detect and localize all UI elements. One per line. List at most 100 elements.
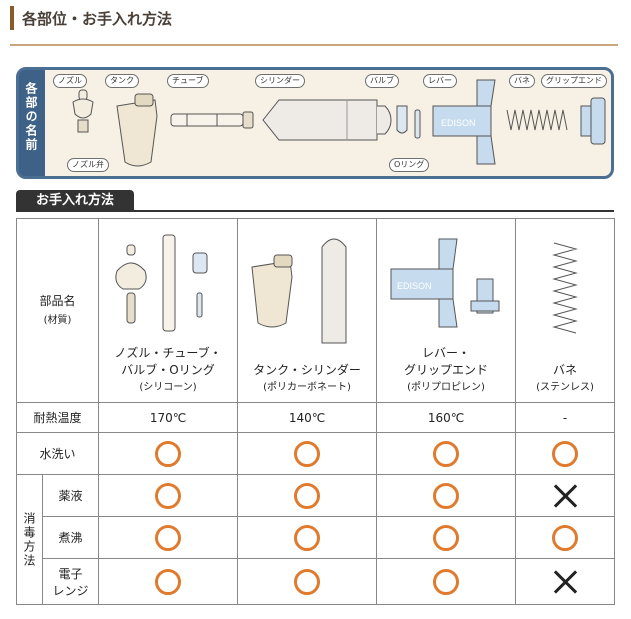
parts-side-label: 各部の名前: [24, 82, 38, 152]
care-table: 部品名 (材質) ノズル・チューブ・ バルブ・Oリング (シリコーン): [15, 218, 616, 605]
table-row-chemical: 消毒方法 薬液: [16, 474, 616, 605]
o-ring-illustration: [414, 109, 421, 139]
heat-value-polypropylene: 160℃: [376, 402, 517, 433]
page-header: [10, 8, 618, 46]
row-label-wash: 水洗い: [15, 432, 100, 475]
circle-mark-icon: [433, 568, 460, 595]
chemical-mark-silicone: [98, 474, 239, 517]
header-part-name: 部品名: [39, 293, 76, 308]
product-name-silicone: ノズル・チューブ・ バルブ・Oリング (シリコーン): [99, 345, 237, 396]
polypropylene-parts-illustration: EDISON: [390, 238, 500, 328]
label-lever: レバー: [423, 74, 457, 88]
product-name-line2: グリップエンド: [404, 363, 489, 377]
product-name-line1: レバー・: [422, 346, 471, 360]
microwave-label-line1: 電子: [58, 566, 83, 581]
nozzle-illustration: [72, 89, 94, 133]
label-nozzle: ノズル: [53, 74, 87, 88]
label-o-ring: Oリング: [389, 158, 430, 172]
label-tube: チューブ: [167, 74, 209, 88]
label-tank: タンク: [105, 74, 139, 88]
product-name-line1: ノズル・チューブ・: [114, 346, 222, 360]
chemical-mark-polycarbonate: [237, 474, 378, 517]
header-accent-bar: [10, 6, 14, 30]
row-label-disinfect: 消毒方法: [16, 474, 43, 605]
page-title: 各部位・お手入れ方法: [22, 10, 173, 28]
tank-illustration: [116, 93, 158, 167]
product-name-line1: タンク・シリンダー: [253, 363, 361, 377]
microwave-mark-polypropylene: [376, 558, 517, 605]
wash-mark-polycarbonate: [237, 432, 378, 475]
heat-value-silicone: 170℃: [98, 402, 239, 433]
chemical-mark-polypropylene: [376, 474, 517, 517]
row-label-microwave: 電子 レンジ: [41, 558, 100, 605]
cross-mark-icon: [552, 569, 578, 595]
lever-illustration: EDISON: [432, 79, 496, 165]
lever-brand-text: EDISON: [441, 118, 476, 128]
header-cell-part-name: 部品名 (材質): [15, 218, 100, 403]
row-label-boiling: 煮沸: [41, 516, 100, 559]
product-name-line2: バルブ・Oリング: [121, 363, 215, 377]
circle-mark-icon: [155, 568, 182, 595]
product-material: (ポリカーボネート): [263, 382, 351, 393]
boiling-mark-silicone: [98, 516, 239, 559]
circle-mark-icon: [294, 440, 321, 467]
polycarbonate-parts-illustration: [251, 238, 347, 344]
microwave-label-line2: レンジ: [52, 583, 89, 598]
product-cell-polypropylene: EDISON レバー・ グリップエンド (ポリプロピレン): [376, 218, 517, 403]
boiling-mark-polypropylene: [376, 516, 517, 559]
cross-mark-icon: [552, 483, 578, 509]
parts-diagram: 各部の名前: [16, 67, 614, 179]
spring-parts-illustration: [552, 242, 578, 334]
valve-illustration: [396, 105, 408, 134]
table-row-boiling: 煮沸: [17, 516, 616, 559]
product-name-stainless: バネ (ステンレス): [516, 362, 614, 396]
circle-mark-icon: [294, 482, 321, 509]
grip-end-illustration: [580, 97, 606, 145]
circle-mark-icon: [433, 524, 460, 551]
tube-illustration: [170, 111, 254, 129]
circle-mark-icon: [552, 524, 579, 551]
disinfect-method-label: 消毒方法: [22, 511, 36, 568]
chemical-mark-stainless: [515, 474, 616, 517]
product-cell-silicone: ノズル・チューブ・ バルブ・Oリング (シリコーン): [98, 218, 239, 403]
circle-mark-icon: [433, 440, 460, 467]
product-material: (ステンレス): [536, 382, 594, 393]
wash-mark-polypropylene: [376, 432, 517, 475]
spring-illustration: [506, 109, 568, 131]
wash-mark-stainless: [515, 432, 616, 475]
care-section-divider: [16, 210, 614, 212]
microwave-mark-silicone: [98, 558, 239, 605]
label-valve: バルブ: [365, 74, 399, 88]
silicone-parts-illustration: [115, 234, 208, 332]
table-row-microwave: 電子 レンジ: [17, 558, 616, 605]
label-grip-end: グリップエンド: [541, 74, 607, 88]
header-material: (材質): [43, 314, 72, 326]
heat-value-polycarbonate: 140℃: [237, 402, 378, 433]
label-nozzle-valve: ノズル弁: [67, 158, 109, 172]
care-section-title: お手入れ方法: [16, 190, 134, 212]
wash-mark-silicone: [98, 432, 239, 475]
parts-illustration: EDISON: [72, 79, 606, 167]
lever-brand-text: EDISON: [397, 281, 432, 291]
microwave-mark-stainless: [515, 558, 616, 605]
label-cylinder: シリンダー: [255, 74, 305, 88]
boiling-mark-stainless: [515, 516, 616, 559]
table-row-heat: 耐熱温度 170℃ 140℃ 160℃ -: [15, 402, 616, 433]
circle-mark-icon: [294, 568, 321, 595]
product-cell-stainless: バネ (ステンレス): [515, 218, 616, 403]
boiling-mark-polycarbonate: [237, 516, 378, 559]
circle-mark-icon: [155, 524, 182, 551]
microwave-mark-polycarbonate: [237, 558, 378, 605]
label-spring: バネ: [509, 74, 535, 88]
product-material: (シリコーン): [139, 382, 197, 393]
product-name-polypropylene: レバー・ グリップエンド (ポリプロピレン): [377, 345, 515, 396]
row-label-chemical: 薬液: [41, 474, 100, 517]
circle-mark-icon: [433, 482, 460, 509]
product-material: (ポリプロピレン): [407, 382, 485, 393]
table-row-parts: 部品名 (材質) ノズル・チューブ・ バルブ・Oリング (シリコーン): [15, 218, 616, 403]
circle-mark-icon: [552, 440, 579, 467]
heat-value-stainless: -: [515, 402, 616, 433]
row-label-heat: 耐熱温度: [15, 402, 100, 433]
circle-mark-icon: [155, 482, 182, 509]
product-name-polycarbonate: タンク・シリンダー (ポリカーボネート): [238, 362, 376, 396]
